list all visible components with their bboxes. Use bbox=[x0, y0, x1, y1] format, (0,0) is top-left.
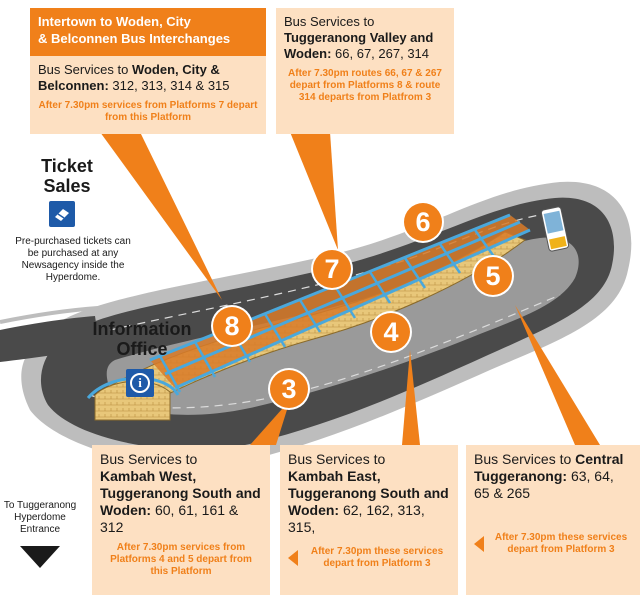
callout-platform3-services: Bus Services to Kambah West, Tuggeranong… bbox=[100, 451, 261, 535]
callout-platform4-services: Bus Services to Kambah East, Tuggeranong… bbox=[288, 451, 449, 535]
arrow-left-icon bbox=[288, 550, 298, 566]
callout-platform3-note: After 7.30pm services from Platforms 4 a… bbox=[110, 542, 252, 577]
callout-platform7-note: After 7.30pm routes 66, 67 & 267 depart … bbox=[288, 68, 442, 103]
ticket-sales-title: Ticket Sales bbox=[41, 156, 93, 196]
ticket-icon bbox=[49, 201, 75, 227]
header-title-line2: & Belconnen Bus Interchanges bbox=[38, 31, 231, 46]
entrance-label: To Tuggeranong Hyperdome Entrance bbox=[3, 500, 77, 535]
callout-platform5: Bus Services to Central Tuggeranong: 63,… bbox=[466, 445, 640, 595]
ticket-sales-text: Pre-purchased tickets can be purchased a… bbox=[15, 236, 131, 283]
platform-shelter bbox=[86, 213, 531, 421]
bus-icon bbox=[540, 206, 570, 252]
header-title-line1: Intertown to Woden, City bbox=[38, 14, 191, 29]
platform-number-8: 8 bbox=[213, 307, 251, 345]
access-road bbox=[0, 316, 100, 362]
platform-number-4: 4 bbox=[372, 313, 410, 351]
callout-platform4: Bus Services to Kambah East, Tuggeranong… bbox=[280, 445, 458, 595]
pointer-platform3 bbox=[250, 400, 290, 445]
pointer-platform4 bbox=[402, 350, 420, 445]
platform-number-3: 3 bbox=[270, 370, 308, 408]
callout-platform8-services: Bus Services to Woden, City & Belconnen:… bbox=[38, 62, 230, 93]
platform-number-5: 5 bbox=[474, 257, 512, 295]
platform-number-6: 6 bbox=[404, 203, 442, 241]
callout-platform5-note: After 7.30pm these services depart from … bbox=[474, 532, 632, 556]
callout-platform4-note: After 7.30pm these services depart from … bbox=[288, 546, 450, 570]
callout-platform5-services: Bus Services to Central Tuggeranong: 63,… bbox=[474, 451, 624, 501]
callout-platform8-note: After 7.30pm services from Platforms 7 d… bbox=[38, 100, 258, 123]
header-title: Intertown to Woden, City & Belconnen Bus… bbox=[30, 8, 266, 56]
callout-platform7-services: Bus Services to Tuggeranong Valley and W… bbox=[284, 14, 434, 61]
information-office-title: Information Office bbox=[92, 319, 192, 359]
callout-platform3: Bus Services to Kambah West, Tuggeranong… bbox=[92, 445, 270, 595]
information-icon: i bbox=[126, 369, 154, 397]
callout-platform7: Bus Services to Tuggeranong Valley and W… bbox=[276, 8, 454, 134]
arrow-left-icon bbox=[474, 536, 484, 552]
pointer-platform7 bbox=[290, 132, 338, 250]
pointer-platform5 bbox=[515, 305, 600, 445]
arrow-down-icon bbox=[20, 546, 60, 568]
callout-platform8: Bus Services to Woden, City & Belconnen:… bbox=[30, 56, 266, 134]
pointer-platform8 bbox=[100, 132, 222, 300]
platform-number-7: 7 bbox=[313, 250, 351, 288]
